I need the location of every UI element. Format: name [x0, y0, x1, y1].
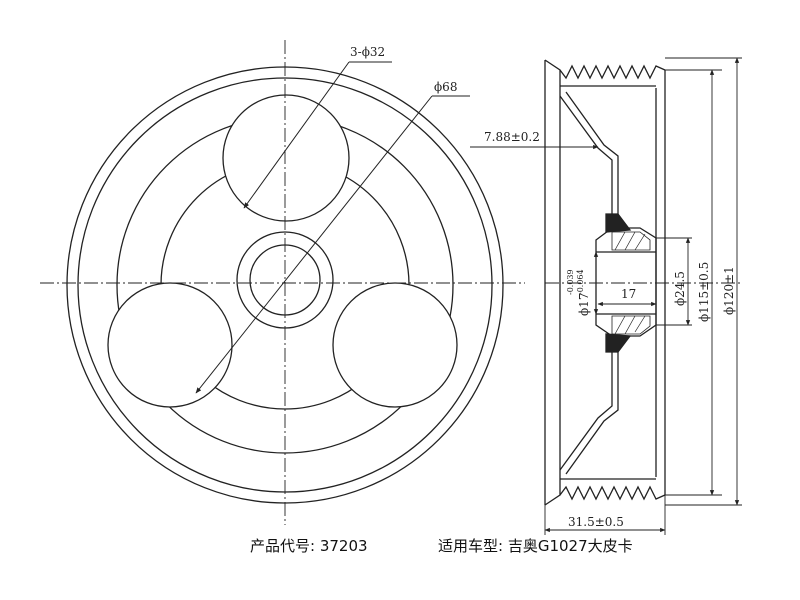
left-flange-outline — [544, 59, 561, 506]
front-view — [40, 40, 740, 525]
lightening-hole-left — [107, 282, 233, 408]
product-code-label: 产品代号: — [250, 537, 316, 555]
application-caption: 适用车型: 吉奥G1027大皮卡 — [438, 535, 633, 559]
bore-tol-upper: -0.039 — [566, 269, 575, 295]
pcd-label: ϕ68 — [434, 80, 457, 94]
outer-dia-label: ϕ120±1 — [722, 266, 736, 315]
offset-label: 7.88±0.2 — [484, 130, 540, 144]
holes-label: 3-ϕ32 — [350, 45, 385, 59]
holes-dimension-line — [243, 61, 350, 209]
pcd-dimension-line — [195, 95, 433, 394]
hub-width-label: 17 — [621, 287, 636, 301]
application-label: 适用车型: — [438, 537, 504, 555]
side-view — [544, 59, 666, 506]
hub-section — [595, 227, 657, 337]
section-fill-bottom — [605, 333, 632, 353]
groove-teeth-bottom — [559, 485, 666, 501]
width-label: 31.5±0.5 — [568, 515, 624, 529]
web-cone-bottom — [559, 338, 619, 475]
product-code-value: 37203 — [319, 537, 368, 555]
bore-label: ϕ17 — [577, 293, 591, 316]
product-code-caption: 产品代号: 37203 — [250, 535, 368, 559]
center-lines — [40, 40, 740, 525]
lightening-hole-right — [332, 282, 458, 408]
side-dimensions — [470, 57, 742, 535]
application-value: 吉奥G1027大皮卡 — [507, 537, 633, 555]
hub-dia-label: ϕ24.5 — [673, 271, 687, 306]
inner-dia-label: ϕ115±0.5 — [697, 262, 711, 322]
section-fill-top — [605, 213, 632, 233]
bore-tol-lower: -0.064 — [576, 269, 585, 295]
bearing-hatch-top — [611, 231, 651, 251]
lightening-hole-top — [222, 94, 350, 222]
hatch-lines — [614, 231, 646, 335]
web-cone-top — [559, 91, 619, 228]
bearing-hatch-bottom — [611, 315, 651, 335]
groove-teeth-top — [559, 64, 666, 80]
